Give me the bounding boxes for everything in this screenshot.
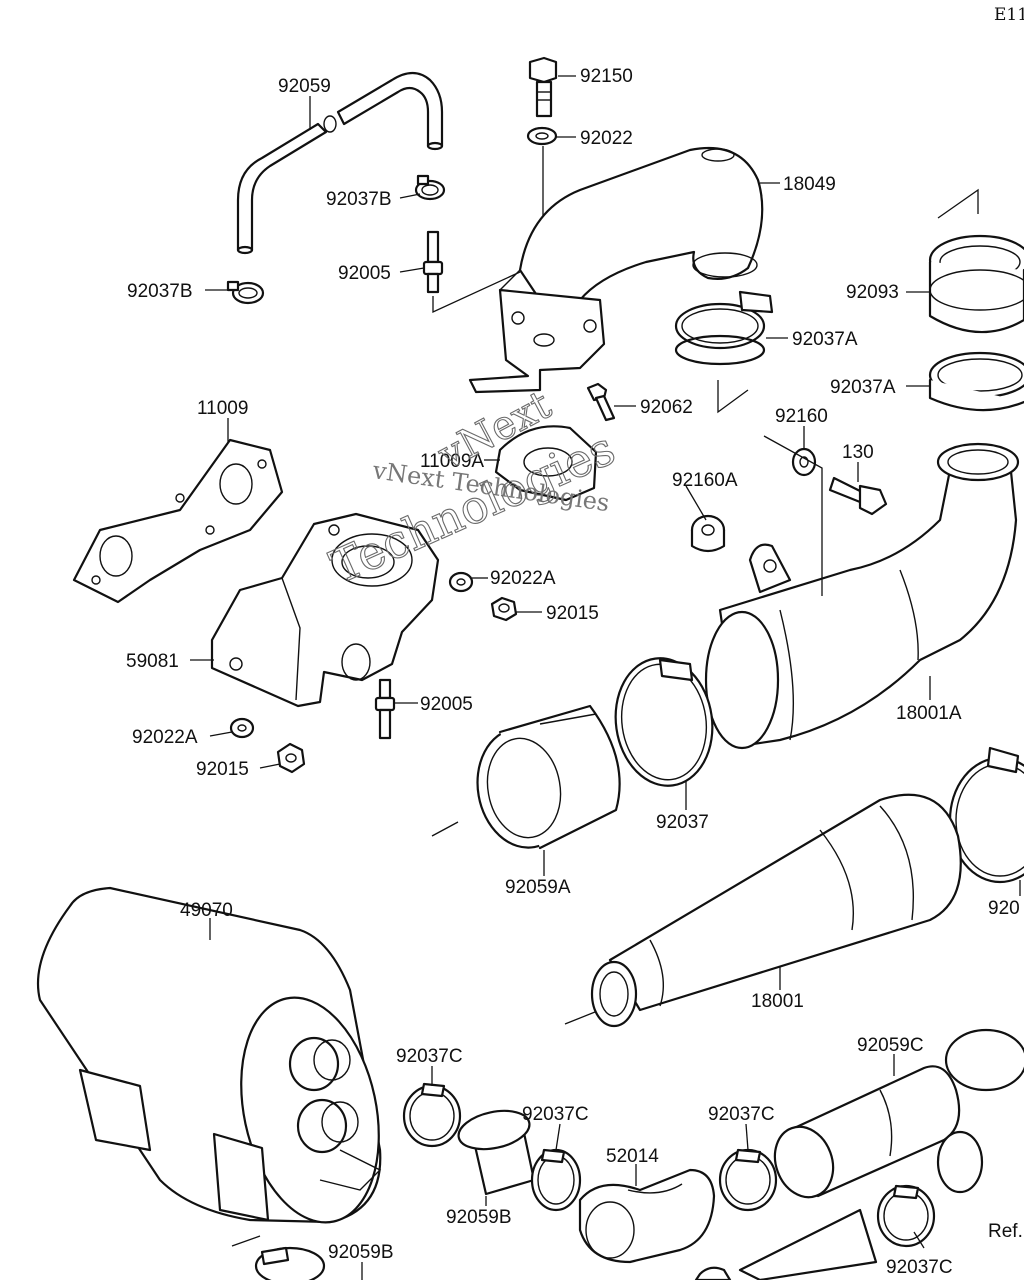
- label-92037a-right[interactable]: 92037A: [830, 377, 896, 398]
- label-92022a-upper[interactable]: 92022A: [490, 568, 556, 589]
- part-clamp-92037c-bottom-right[interactable]: [876, 1184, 936, 1248]
- part-hose-92059[interactable]: [236, 71, 444, 255]
- part-bolt-92150[interactable]: [528, 56, 558, 118]
- part-fitting-92005-lower[interactable]: [374, 678, 396, 740]
- label-92062[interactable]: 92062: [640, 397, 693, 418]
- label-92037c-left[interactable]: 92037C: [396, 1046, 463, 1067]
- part-hose-92059b-left[interactable]: [455, 1105, 536, 1196]
- label-11009[interactable]: 11009: [197, 398, 248, 419]
- label-18049[interactable]: 18049: [783, 174, 836, 195]
- part-adapter-59081[interactable]: [210, 512, 440, 708]
- label-52014[interactable]: 52014: [606, 1146, 659, 1167]
- label-92059b-lower[interactable]: 92059B: [446, 1207, 512, 1228]
- label-18001a[interactable]: 18001A: [896, 703, 962, 724]
- part-clamp-right-partial[interactable]: [948, 746, 1024, 884]
- label-92015-upper[interactable]: 92015: [546, 603, 599, 624]
- page-code: E11: [994, 5, 1024, 25]
- label-92059b-bottom[interactable]: 92059B: [328, 1242, 394, 1263]
- label-92059c[interactable]: 92059C: [857, 1035, 924, 1056]
- label-18001[interactable]: 18001: [751, 991, 804, 1012]
- part-clamp-92037c-left[interactable]: [402, 1082, 462, 1148]
- part-washer-92022a-lower[interactable]: [229, 717, 255, 739]
- label-92160[interactable]: 92160: [775, 406, 828, 427]
- part-clamp-92037b-lower[interactable]: [226, 280, 265, 305]
- label-11009a[interactable]: 11009A: [420, 451, 484, 472]
- part-nut-92015-upper[interactable]: [490, 596, 518, 622]
- part-elbow-18049[interactable]: [468, 146, 764, 394]
- label-92022a-lower[interactable]: 92022A: [132, 727, 198, 748]
- part-clamp-92037a-right[interactable]: [928, 351, 1024, 412]
- part-clamp-92037a-upper[interactable]: [674, 290, 774, 366]
- part-hose-92059c[interactable]: [765, 1028, 1024, 1205]
- part-gasket-11009[interactable]: [72, 438, 284, 604]
- part-bolt-130[interactable]: [828, 476, 888, 516]
- label-92015-lower[interactable]: 92015: [196, 759, 249, 780]
- label-92005-lower[interactable]: 92005: [420, 694, 473, 715]
- part-clamp-bottom-left[interactable]: [254, 1246, 326, 1280]
- watermark: vNext vNext Technologies Technologies: [322, 381, 623, 594]
- leader-lines: [190, 75, 1021, 1280]
- part-washer-92022[interactable]: [526, 126, 558, 146]
- label-92059a[interactable]: 92059A: [505, 877, 571, 898]
- label-49070[interactable]: 49070: [180, 900, 233, 921]
- label-92037b-upper[interactable]: 92037B: [326, 189, 392, 210]
- part-labels: 92059 92150 92022 18049 92037B 92005 920…: [126, 66, 1023, 1278]
- label-92150[interactable]: 92150: [580, 66, 633, 87]
- label-92005-upper[interactable]: 92005: [338, 263, 391, 284]
- part-elbow-52014[interactable]: [578, 1168, 716, 1264]
- part-cone-pipe-18001[interactable]: [590, 793, 962, 1028]
- part-nut-92015-lower[interactable]: [276, 742, 306, 774]
- part-washer-92022a-upper[interactable]: [448, 571, 474, 593]
- label-92093[interactable]: 92093: [846, 282, 899, 303]
- label-92059[interactable]: 92059: [278, 76, 331, 97]
- part-bushing-92160a[interactable]: [690, 514, 726, 553]
- part-clamp-92037[interactable]: [608, 652, 721, 792]
- label-92022[interactable]: 92022: [580, 128, 633, 149]
- part-hose-bottom[interactable]: [694, 1208, 878, 1280]
- part-muffler-49070[interactable]: [36, 886, 398, 1235]
- part-clamp-92037c-mid[interactable]: [530, 1148, 582, 1212]
- part-gasket-11009a[interactable]: [494, 425, 598, 502]
- part-clamp-92037b-upper[interactable]: [414, 174, 446, 201]
- part-sleeve-92059a[interactable]: [468, 704, 621, 855]
- part-exhaust-pipe-18001a[interactable]: [704, 442, 1020, 750]
- label-92037c-right[interactable]: 92037C: [708, 1104, 775, 1125]
- label-920-partial[interactable]: 920: [988, 898, 1020, 919]
- part-bolt-92062[interactable]: [586, 382, 616, 422]
- part-boot-92093[interactable]: [928, 234, 1024, 334]
- label-59081[interactable]: 59081: [126, 651, 179, 672]
- label-92037c-bottom[interactable]: 92037C: [886, 1257, 953, 1278]
- ref-text: Ref.: [988, 1221, 1023, 1242]
- label-92037[interactable]: 92037: [656, 812, 709, 833]
- part-fitting-92005-upper[interactable]: [422, 230, 444, 294]
- label-92037c-mid[interactable]: 92037C: [522, 1104, 589, 1125]
- part-clamp-92037c-right[interactable]: [718, 1148, 778, 1212]
- label-92037b-lower[interactable]: 92037B: [127, 281, 193, 302]
- label-130[interactable]: 130: [842, 442, 874, 463]
- label-92037a-upper[interactable]: 92037A: [792, 329, 858, 350]
- label-92160a[interactable]: 92160A: [672, 470, 738, 491]
